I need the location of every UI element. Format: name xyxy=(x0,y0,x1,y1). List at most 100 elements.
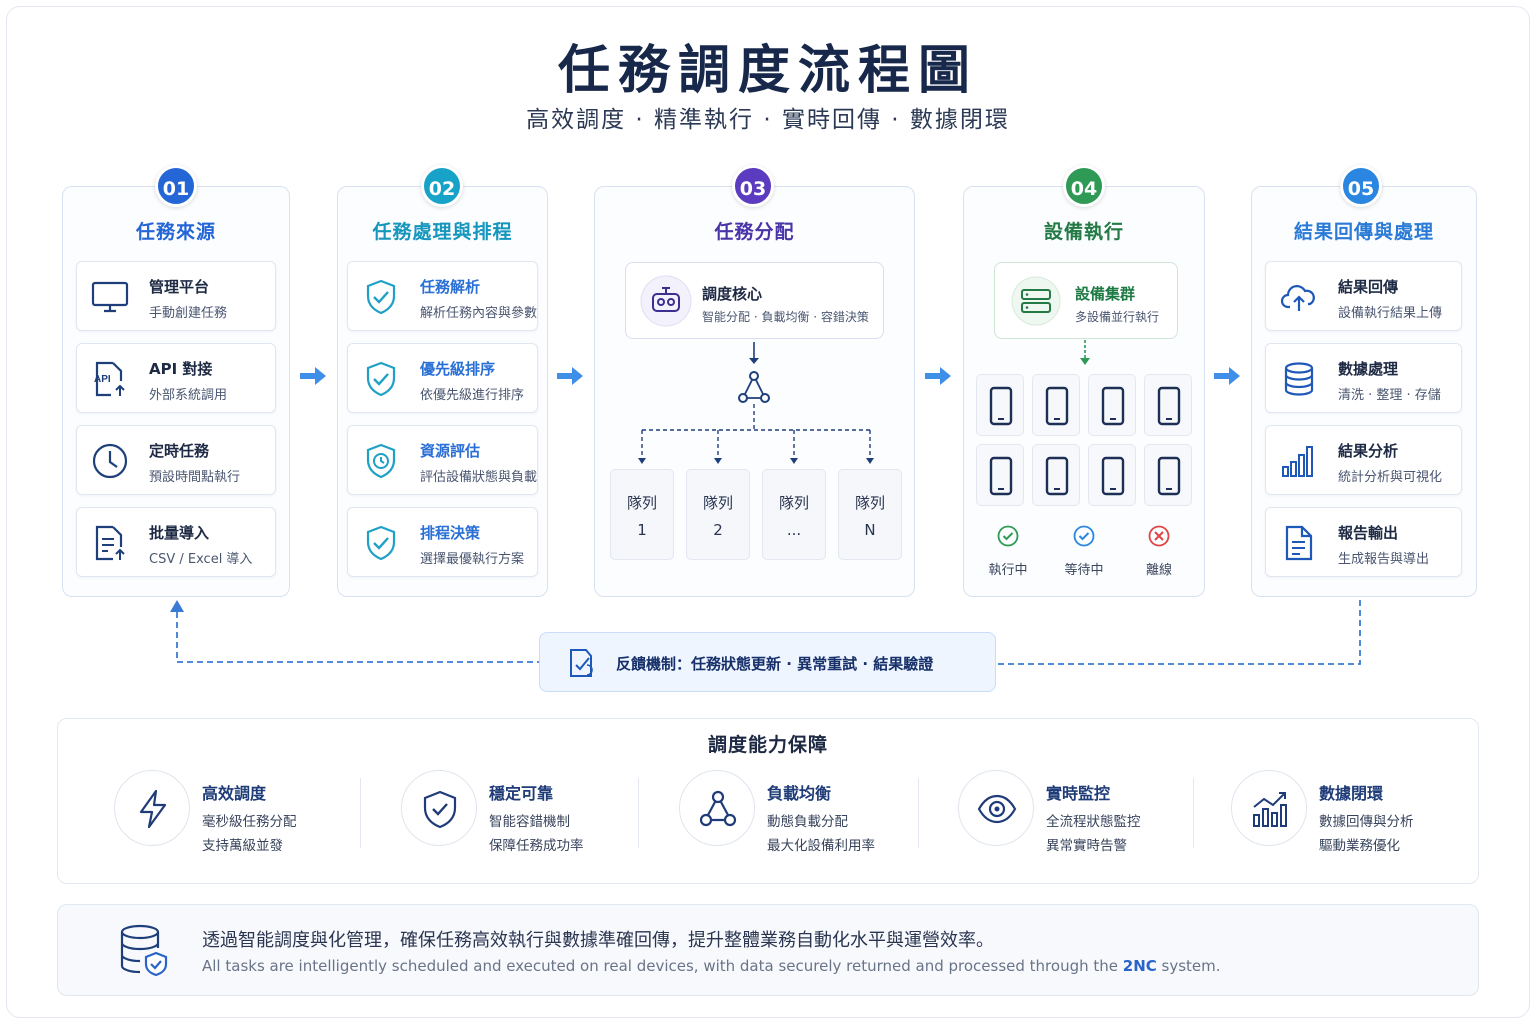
flow-arrow-2-3 xyxy=(557,367,583,385)
card-desc: 預設時間點執行 xyxy=(149,470,241,485)
summary-text-en-part1: All tasks are intelligently scheduled an… xyxy=(202,957,1123,975)
card-title: 排程決策 xyxy=(420,524,481,542)
phone-icon xyxy=(989,386,1013,426)
lightning-icon xyxy=(139,789,167,829)
growth-chart-icon xyxy=(1253,792,1287,827)
stage-2-number-badge: 02 xyxy=(421,165,463,207)
card-desc: 依優先級進行排序 xyxy=(420,388,525,403)
bar-chart-icon xyxy=(1282,446,1313,477)
result-card-report: 報告輸出 生成報告與導出 xyxy=(1265,507,1462,577)
phone-icon xyxy=(1101,456,1125,496)
core-desc: 智能分配 · 負載均衡 · 容錯決策 xyxy=(702,310,869,324)
phone-icon xyxy=(1157,456,1181,496)
stage-1-number-badge: 01 xyxy=(155,165,197,207)
status-label: 執行中 xyxy=(988,563,1028,578)
network-icon xyxy=(699,790,737,827)
queue-box-1: 隊列 1 xyxy=(610,469,674,560)
card-desc: CSV / Excel 導入 xyxy=(149,552,253,567)
queue-label: 隊列 xyxy=(778,494,809,512)
guarantee-item-title: 負載均衡 xyxy=(767,784,832,803)
monitor-icon xyxy=(91,281,129,313)
phone-device xyxy=(1032,444,1080,506)
shield-check-icon xyxy=(366,279,396,315)
card-desc: 解析任務內容與參數 xyxy=(420,306,538,321)
card-title: 管理平台 xyxy=(149,278,210,296)
guarantee-item-line2: 保障任務成功率 xyxy=(489,838,584,854)
feedback-text: 反饋機制：任務狀態更新 · 異常重試 · 結果驗證 xyxy=(616,655,934,673)
stage-5-title: 結果回傳與處理 xyxy=(1293,221,1434,243)
guarantee-title: 調度能力保障 xyxy=(707,734,828,756)
flow-arrow-3-4 xyxy=(925,367,951,385)
diagram-subtitle: 高效調度 · 精準執行 · 實時回傳 · 數據閉環 xyxy=(526,107,1010,133)
guarantee-item-line1: 動態負載分配 xyxy=(767,814,848,830)
x-circle-icon xyxy=(1148,525,1170,547)
eye-icon xyxy=(977,794,1017,824)
card-title: 定時任務 xyxy=(149,442,210,460)
cluster-desc: 多設備並行執行 xyxy=(1075,310,1160,324)
stage-5-number-badge: 05 xyxy=(1340,165,1382,207)
api-icon-text: API xyxy=(94,374,111,385)
guarantee-item-title: 穩定可靠 xyxy=(489,784,554,803)
shield-check-icon xyxy=(366,361,396,397)
status-offline: 離線 xyxy=(1124,525,1194,578)
stage-2-title: 任務處理與排程 xyxy=(372,221,513,243)
dispatch-core-card: 調度核心 智能分配 · 負載均衡 · 容錯決策 xyxy=(625,262,884,339)
status-waiting: 等待中 xyxy=(1049,525,1119,578)
robot-icon xyxy=(640,275,692,327)
card-title: 優先級排序 xyxy=(420,360,496,378)
process-card-priority: 優先級排序 依優先級進行排序 xyxy=(347,343,538,413)
queue-id: 2 xyxy=(713,521,723,539)
card-desc: 清洗 · 整理 · 存儲 xyxy=(1338,388,1441,403)
guarantee-divider xyxy=(918,778,919,848)
card-title: API 對接 xyxy=(149,360,213,378)
api-icon: API xyxy=(94,361,125,397)
cluster-down-arrow xyxy=(1080,340,1090,365)
guarantee-item-monitor: 實時監控 全流程狀態監控 異常實時告警 xyxy=(958,770,1218,860)
report-icon xyxy=(1285,525,1313,561)
source-card-management: 管理平台 手動創建任務 xyxy=(76,261,276,331)
queue-label: 隊列 xyxy=(702,494,733,512)
stage-4-title: 設備執行 xyxy=(1043,221,1124,243)
network-node-icon xyxy=(749,371,759,381)
stage-3-title: 任務分配 xyxy=(714,221,795,243)
card-desc: 統計分析與可視化 xyxy=(1338,470,1443,485)
stage-1-title: 任務來源 xyxy=(135,221,216,243)
process-card-decision: 排程決策 選擇最優執行方案 xyxy=(347,507,538,577)
database-icon xyxy=(1284,362,1314,396)
guarantee-item-title: 高效調度 xyxy=(202,784,267,803)
guarantee-item-line1: 智能容錯機制 xyxy=(489,814,570,830)
guarantee-item-title: 數據閉環 xyxy=(1319,784,1384,803)
guarantee-item-line1: 數據回傳與分析 xyxy=(1319,814,1414,830)
phone-device xyxy=(1088,444,1136,506)
source-card-scheduled: 定時任務 預設時間點執行 xyxy=(76,425,276,495)
check-circle-icon xyxy=(1073,525,1095,547)
file-import-icon xyxy=(95,525,125,561)
queue-id: N xyxy=(864,521,876,539)
guarantee-item-line2: 驅動業務優化 xyxy=(1319,838,1400,854)
feedback-icon xyxy=(570,649,593,677)
status-running: 執行中 xyxy=(973,525,1043,578)
queue-id: 1 xyxy=(637,521,647,539)
guarantee-item-line2: 異常實時告警 xyxy=(1046,838,1127,854)
stage-3-number-badge: 03 xyxy=(732,165,774,207)
shield-icon xyxy=(423,790,457,829)
feedback-loop-line xyxy=(170,600,1361,665)
status-label: 離線 xyxy=(1145,563,1172,578)
guarantee-item-efficient: 高效調度 毫秒級任務分配 支持萬級並發 xyxy=(114,770,374,860)
server-icon xyxy=(1011,276,1061,326)
guarantee-item-line1: 全流程狀態監控 xyxy=(1046,814,1141,830)
summary-text-zh: 透過智能調度與化管理，確保任務高效執行與數據準確回傳，提升整體業務自動化水平與運… xyxy=(202,930,994,951)
process-card-parse: 任務解析 解析任務內容與參數 xyxy=(347,261,538,331)
card-desc: 外部系統調用 xyxy=(149,388,228,403)
queue-label: 隊列 xyxy=(626,494,657,512)
status-label: 等待中 xyxy=(1064,563,1104,578)
guarantee-item-data-loop: 數據閉環 數據回傳與分析 驅動業務優化 xyxy=(1231,770,1491,860)
guarantee-item-balance: 負載均衡 動態負載分配 最大化設備利用率 xyxy=(679,770,939,860)
phone-device xyxy=(1144,444,1192,506)
feedback-mechanism-box: 反饋機制：任務狀態更新 · 異常重試 · 結果驗證 xyxy=(539,632,996,692)
phone-icon xyxy=(1045,456,1069,496)
summary-footer: 透過智能調度與化管理，確保任務高效執行與數據準確回傳，提升整體業務自動化水平與運… xyxy=(57,904,1479,996)
check-circle-icon xyxy=(997,525,1019,547)
phone-device xyxy=(1032,374,1080,436)
process-card-resource: 資源評估 評估設備狀態與負載 xyxy=(347,425,538,495)
